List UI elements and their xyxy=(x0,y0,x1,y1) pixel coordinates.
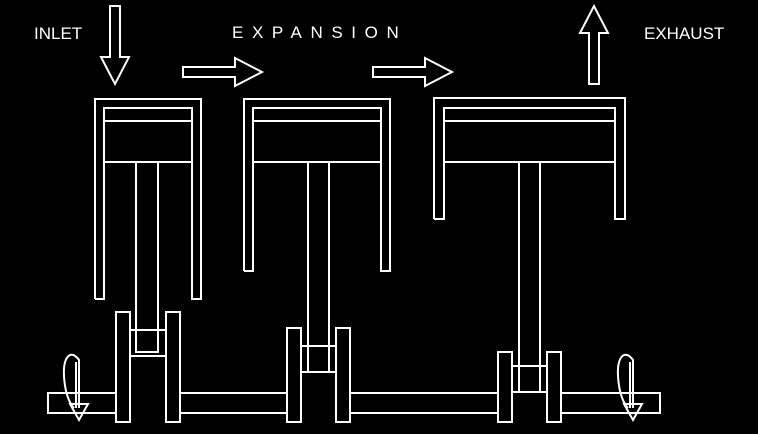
cylinder-2-crank-web-left xyxy=(286,327,302,423)
cylinder-3-crank-web-left xyxy=(497,351,513,423)
cylinder-1-crank-web-left xyxy=(115,311,131,423)
transfer-arrow-1-icon xyxy=(182,56,265,88)
rotation-arrow-left-icon xyxy=(62,353,90,423)
cylinder-3 xyxy=(433,97,626,423)
cylinder-1-crank-web-right xyxy=(165,311,181,423)
exhaust-arrow-icon xyxy=(578,3,610,85)
cylinder-2-wall xyxy=(243,98,391,272)
cylinder-3-piston xyxy=(443,107,616,163)
crankshaft xyxy=(47,392,661,414)
inlet-arrow-icon xyxy=(99,5,131,87)
inlet-label: INLET xyxy=(34,24,83,43)
cylinder-1-piston xyxy=(103,107,193,163)
cylinder-2-crank-web-right xyxy=(335,327,351,423)
cylinder-2 xyxy=(243,98,391,423)
cylinder-2-piston xyxy=(252,107,382,163)
expansion-label: EXPANSION xyxy=(232,23,408,42)
crankshaft-left-end xyxy=(47,392,117,414)
crankshaft-right-end xyxy=(560,392,661,414)
cylinder-3-crank-web-right xyxy=(546,351,562,423)
cylinder-3-wall xyxy=(433,97,626,220)
exhaust-label: EXHAUST xyxy=(644,24,725,43)
cylinder-3-crank-pin xyxy=(511,365,548,393)
rotation-arrow-right-icon xyxy=(616,353,644,423)
cylinder-1 xyxy=(94,98,202,423)
crankshaft-segment-2 xyxy=(349,392,499,414)
cylinder-2-crank-pin xyxy=(300,345,337,373)
cylinder-1-rod xyxy=(135,161,159,353)
transfer-arrow-2-icon xyxy=(372,56,455,88)
cylinder-2-rod xyxy=(307,161,330,373)
crankshaft-segment-1 xyxy=(179,392,288,414)
cylinder-3-rod xyxy=(518,161,541,393)
cylinder-1-wall xyxy=(94,98,202,300)
